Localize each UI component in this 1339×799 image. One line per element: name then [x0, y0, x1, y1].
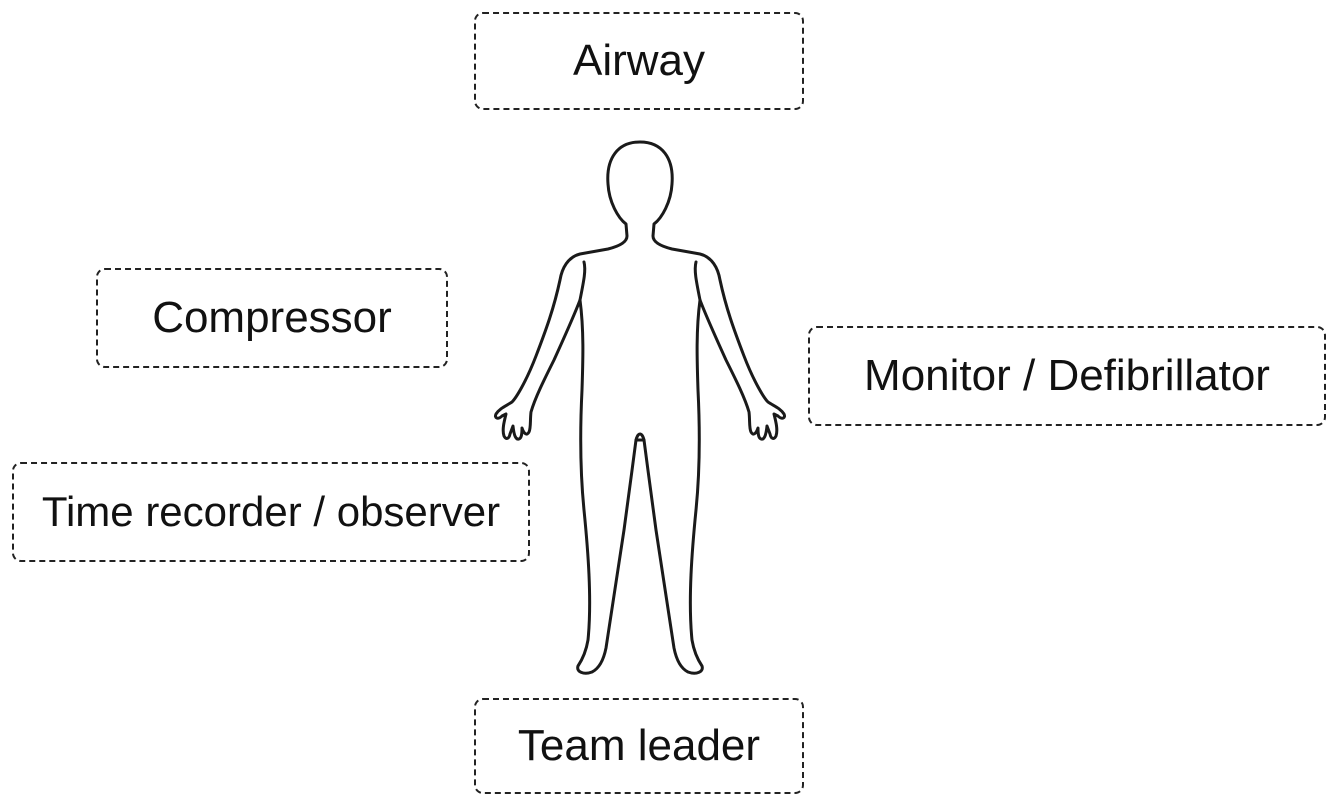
team-leader-role-box: Team leader: [474, 698, 804, 794]
monitor-defibrillator-role-box: Monitor / Defibrillator: [808, 326, 1326, 426]
team-leader-label: Team leader: [517, 721, 761, 770]
time-recorder-observer-label: Time recorder / observer: [41, 488, 501, 535]
leg-gap-line: [634, 432, 646, 442]
inner-arm-line-right: [693, 260, 702, 302]
inner-arm-line-left: [578, 260, 587, 302]
airway-role-box: Airway: [474, 12, 804, 110]
human-body-outline-icon: [494, 140, 786, 675]
compressor-label: Compressor: [152, 293, 392, 342]
body-outline: [494, 140, 786, 675]
airway-label: Airway: [572, 36, 706, 85]
monitor-defibrillator-label: Monitor / Defibrillator: [864, 351, 1270, 400]
compressor-role-box: Compressor: [96, 268, 448, 368]
time-recorder-observer-role-box: Time recorder / observer: [12, 462, 530, 562]
